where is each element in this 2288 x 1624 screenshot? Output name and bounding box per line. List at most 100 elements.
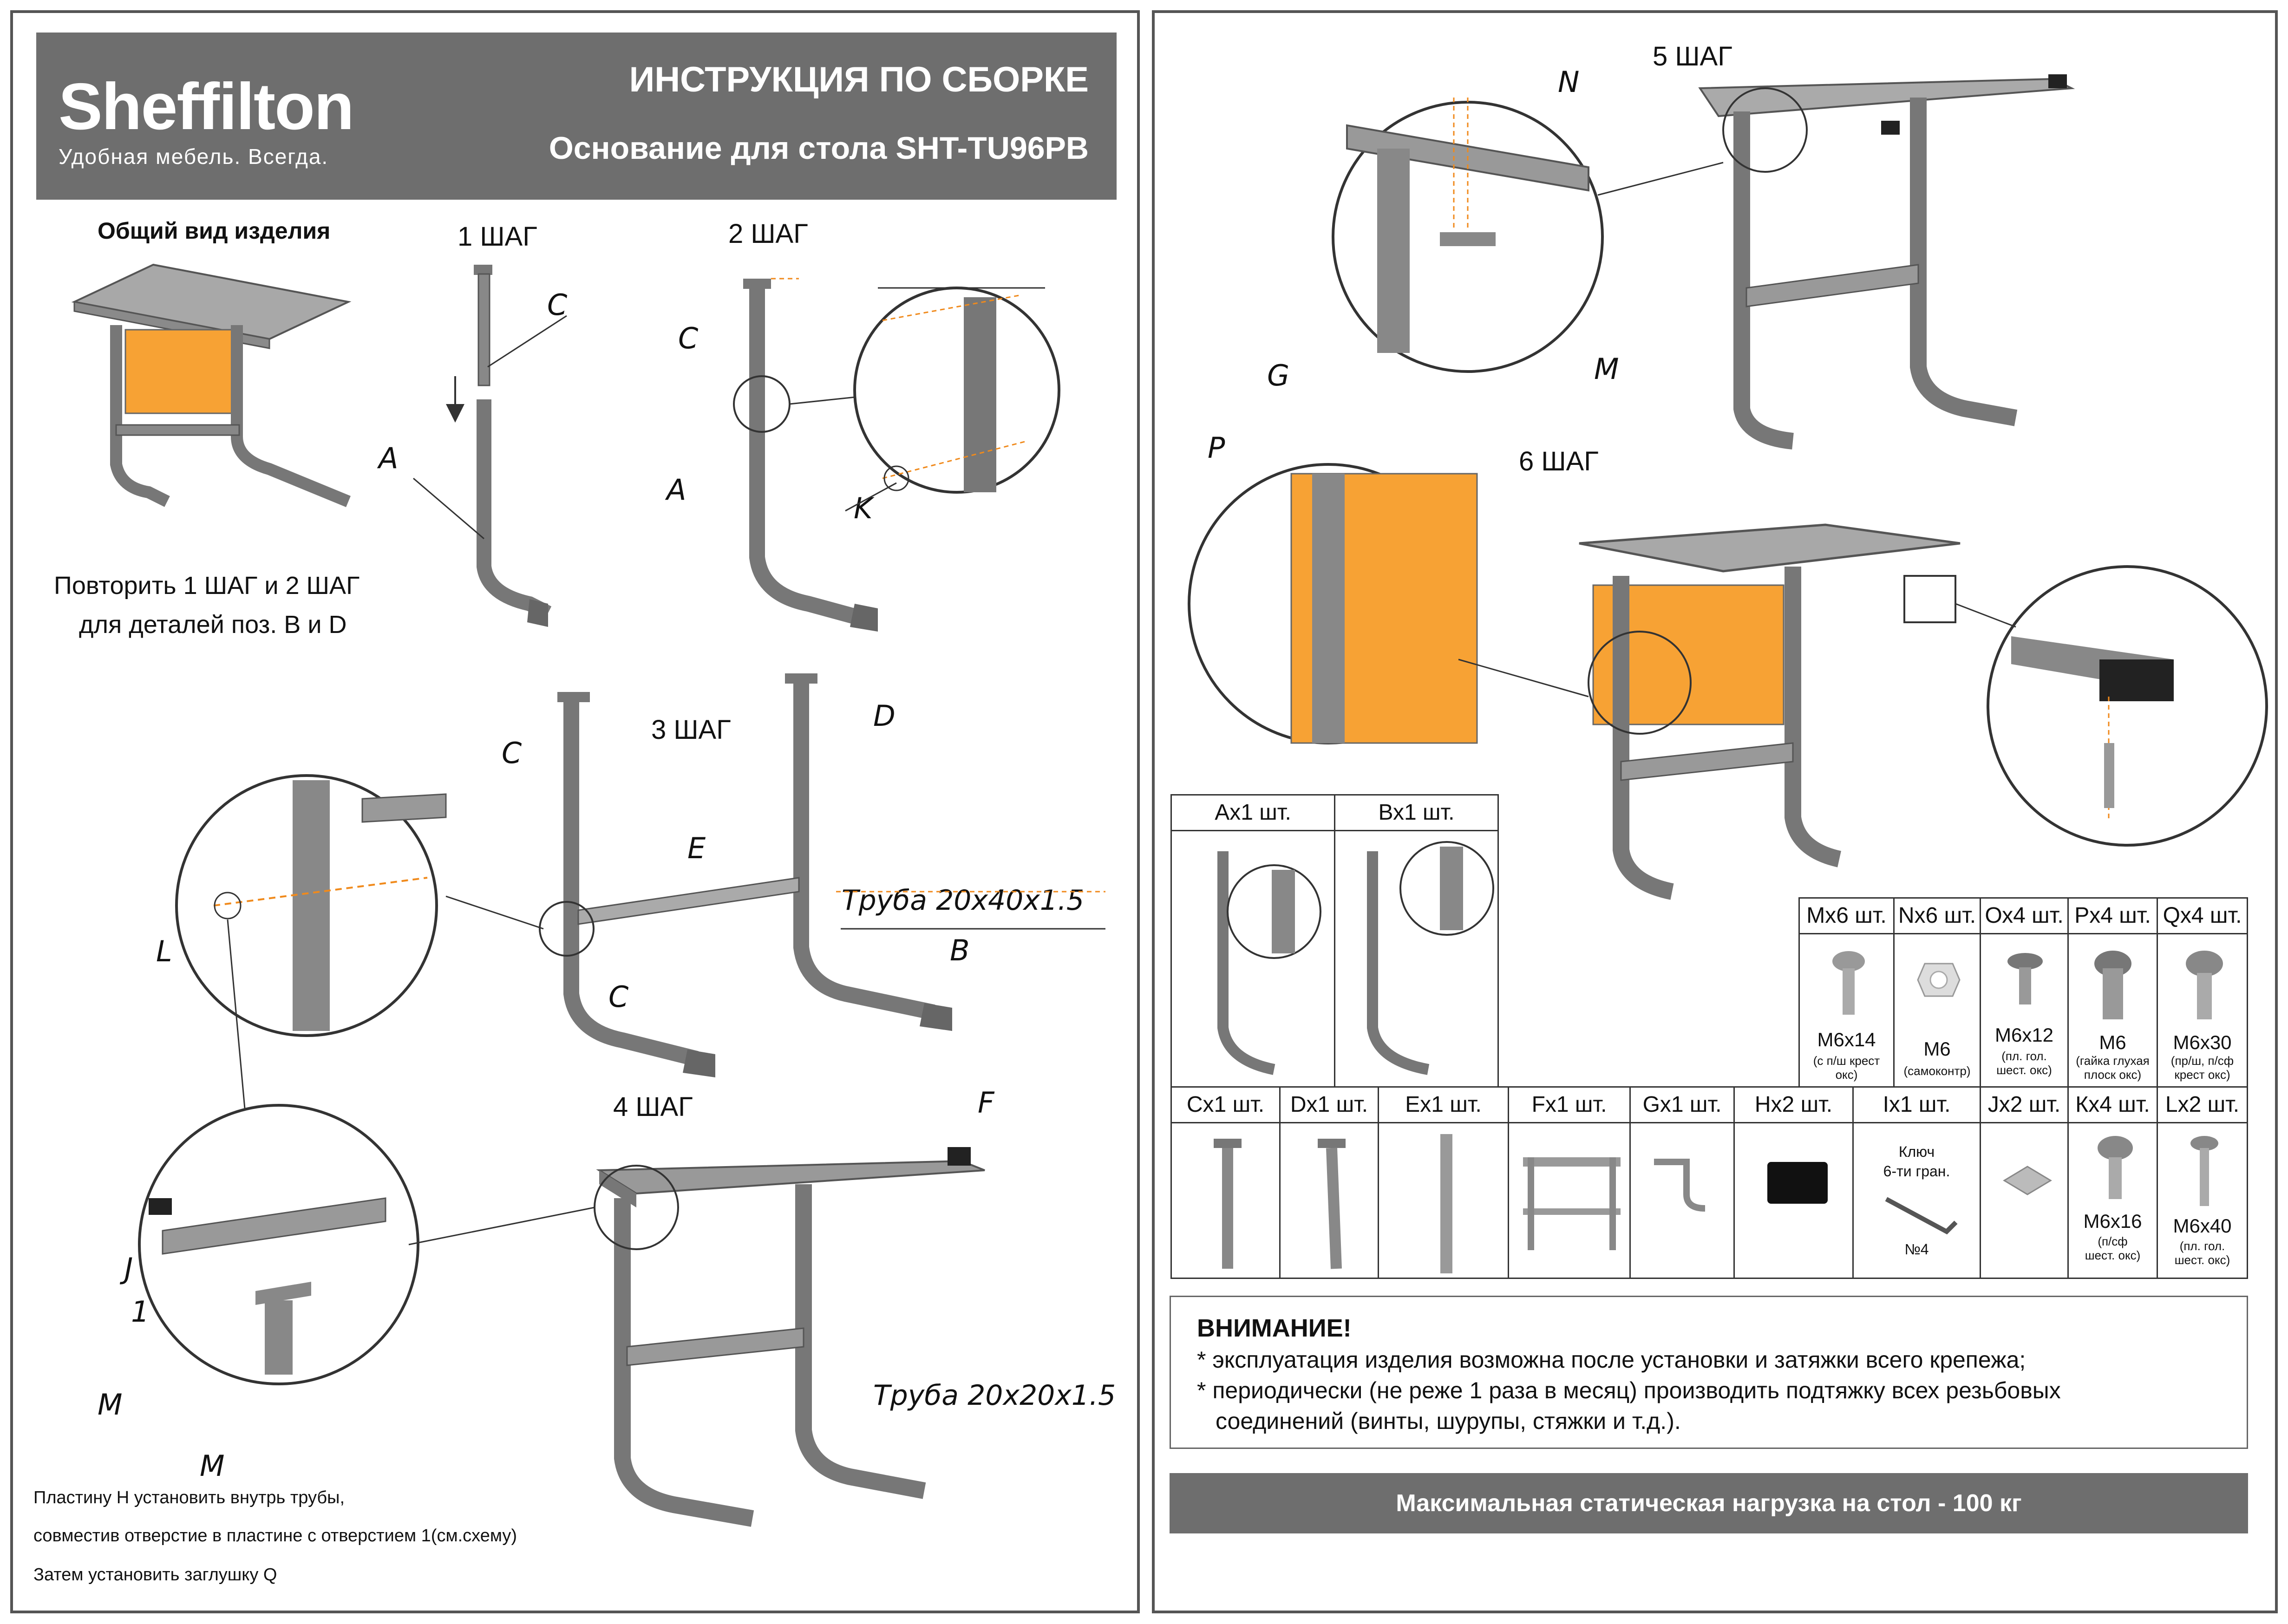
part-g-cell: Gх1 шт. bbox=[1629, 1086, 1735, 1279]
key-label-2: 6-ти гран. bbox=[1883, 1163, 1950, 1180]
label-e-step3: E bbox=[687, 831, 706, 865]
part-m-cell: Мх6 шт. М6х14 (с п/ш крест окс) bbox=[1798, 897, 1895, 1088]
part-b-cell: Вх1 шт. bbox=[1334, 794, 1499, 1088]
label-f-step4: F bbox=[978, 1086, 994, 1120]
overview-illustration bbox=[71, 263, 352, 508]
part-f-cell: Fх1 шт. bbox=[1508, 1086, 1631, 1279]
step-6-label: 6 ШАГ bbox=[1519, 446, 1599, 476]
part-p-cell: Рх4 шт. М6 (гайка глухая плоск окс) bbox=[2067, 897, 2158, 1088]
warning-box: ВНИМАНИЕ! * эксплуатация изделия возможн… bbox=[1170, 1296, 2248, 1449]
overview-title: Общий вид изделия bbox=[98, 218, 331, 244]
step-2-illustration bbox=[733, 278, 1060, 632]
label-b-step3: B bbox=[950, 933, 970, 967]
part-j-cell: Jх2 шт. bbox=[1980, 1086, 2069, 1279]
page-subtitle: Основание для стола SHT-TU96PB bbox=[549, 130, 1089, 166]
warning-line-2: * периодически (не реже 1 раза в месяц) … bbox=[1197, 1377, 2061, 1403]
label-c2-step3: C bbox=[608, 980, 629, 1014]
part-e-cell: Ех1 шт. bbox=[1378, 1086, 1509, 1279]
part-m-size: М6х14 bbox=[1817, 1029, 1876, 1050]
plate-icon bbox=[2003, 1166, 2052, 1195]
tube-20x40-label: Труба 20х40х1.5 bbox=[842, 884, 1085, 917]
label-c-step3: C bbox=[502, 736, 522, 770]
part-a-illustration bbox=[1217, 851, 1321, 1075]
step-5-illustration bbox=[1332, 74, 2075, 450]
part-o-size: М6х12 bbox=[1994, 1024, 2054, 1046]
step-2-label: 2 ШАГ bbox=[728, 219, 808, 249]
part-m-note: (с п/ш крест окс) bbox=[1813, 1054, 1880, 1082]
part-k-header: Кх4 шт. bbox=[2069, 1088, 2157, 1123]
part-n-header: Nх6 шт. bbox=[1895, 899, 1980, 934]
tube-20x20-label: Труба 20х20х1.5 bbox=[873, 1379, 1116, 1412]
step-1-label: 1 ШАГ bbox=[458, 222, 537, 252]
repeat-instruction-2: для деталей поз. В и D bbox=[79, 611, 347, 639]
part-j-header: Jх2 шт. bbox=[1981, 1088, 2067, 1123]
nut-icon bbox=[1917, 963, 1961, 997]
part-g-header: Gх1 шт. bbox=[1631, 1088, 1733, 1123]
part-n-size: М6 bbox=[1923, 1038, 1951, 1060]
label-1-step4: 1 bbox=[131, 1295, 150, 1329]
part-b-header: Вх1 шт. bbox=[1335, 796, 1497, 831]
max-load-banner: Максимальная статическая нагрузка на сто… bbox=[1170, 1473, 2248, 1533]
part-h-header: Нх2 шт. bbox=[1735, 1088, 1852, 1123]
part-a-header: Ах1 шт. bbox=[1172, 796, 1334, 831]
plug-icon bbox=[1767, 1162, 1828, 1204]
screw-icon bbox=[2007, 953, 2043, 1004]
part-e-header: Ех1 шт. bbox=[1379, 1088, 1508, 1123]
part-l-note: (пл. гол. шест. окс) bbox=[2174, 1239, 2230, 1267]
part-c-header: Сх1 шт. bbox=[1172, 1088, 1279, 1123]
note-line-1: Пластину Н установить внутрь трубы, bbox=[33, 1488, 345, 1507]
label-a-step1: A bbox=[379, 441, 399, 475]
part-q-cell: Qх4 шт. М6х30 (пр/ш, п/сф крест окс) bbox=[2157, 897, 2248, 1088]
page-title: ИНСТРУКЦИЯ ПО СБОРКЕ bbox=[629, 60, 1089, 99]
part-i-cell: Iх1 шт. Ключ 6-ти гран. №4 bbox=[1852, 1086, 1981, 1279]
frame-icon bbox=[1523, 1157, 1621, 1250]
key-label-3: №4 bbox=[1904, 1241, 1929, 1258]
part-q-header: Qх4 шт. bbox=[2158, 899, 2247, 934]
step-5-label: 5 ШАГ bbox=[1653, 41, 1732, 72]
label-p-step6: P bbox=[1208, 431, 1225, 465]
part-d-cell: Dх1 шт. bbox=[1279, 1086, 1379, 1279]
part-p-note: (гайка глухая плоск окс) bbox=[2076, 1054, 2150, 1082]
note-line-2: совместив отверстие в пластине с отверст… bbox=[33, 1526, 517, 1546]
part-f-header: Fх1 шт. bbox=[1509, 1088, 1629, 1123]
step-4-label: 4 ШАГ bbox=[613, 1092, 693, 1122]
part-d-header: Dх1 шт. bbox=[1281, 1088, 1378, 1123]
step-4-illustration bbox=[138, 1104, 985, 1527]
step-3-label: 3 ШАГ bbox=[651, 715, 731, 745]
part-l-size: М6х40 bbox=[2173, 1215, 2232, 1237]
label-c-step1: C bbox=[547, 288, 568, 322]
part-k-note: (п/сф шест. окс) bbox=[2085, 1234, 2141, 1262]
hex-key-icon bbox=[1885, 1197, 1958, 1235]
key-label-1: Ключ bbox=[1898, 1143, 1935, 1160]
part-d-illustration bbox=[1318, 1139, 1346, 1269]
tube-icon bbox=[1440, 1134, 1452, 1273]
part-o-note: (пл. гол. шест. окс) bbox=[1996, 1049, 2052, 1077]
part-n-note: (самоконтр) bbox=[1903, 1064, 1971, 1078]
part-q-note: (пр/ш, п/сф крест окс) bbox=[2170, 1054, 2234, 1082]
label-c-step2: C bbox=[678, 321, 699, 355]
note-line-3: Затем установить заглушку Q bbox=[33, 1565, 277, 1585]
part-l-cell-visible: Lх2 шт. М6х40(пл. гол. шест. окс) bbox=[2157, 1086, 2248, 1279]
label-m2-step4: M bbox=[200, 1449, 225, 1483]
label-d-step3: D bbox=[873, 699, 896, 733]
part-a-cell: Ах1 шт. bbox=[1170, 794, 1335, 1088]
part-k-cell: Кх4 шт. М6х16 (п/сф шест. окс) bbox=[2067, 1086, 2158, 1279]
label-m1-step4: M bbox=[98, 1388, 123, 1422]
part-p-header: Рх4 шт. bbox=[2069, 899, 2157, 934]
part-k-size: М6х16 bbox=[2083, 1210, 2142, 1232]
part-p-size: М6 bbox=[2099, 1031, 2126, 1053]
bolt-icon bbox=[1832, 951, 1865, 1015]
part-i-header: Iх1 шт. bbox=[1854, 1088, 1980, 1123]
warning-line-1: * эксплуатация изделия возможна после ус… bbox=[1197, 1347, 2026, 1373]
step-6-illustration bbox=[1188, 463, 2268, 900]
cap-nut-icon bbox=[2094, 951, 2131, 1019]
brand-slogan: Удобная мебель. Всегда. bbox=[59, 144, 329, 169]
repeat-instruction-1: Повторить 1 ШАГ и 2 ШАГ bbox=[54, 572, 360, 600]
part-l-header: Lх2 шт. bbox=[2158, 1088, 2247, 1123]
part-o-header: Ох4 шт. bbox=[1981, 899, 2067, 934]
hook-icon bbox=[1654, 1159, 1706, 1212]
step-1-illustration bbox=[413, 265, 567, 627]
long-bolt-icon bbox=[2190, 1136, 2218, 1206]
label-n-step5: N bbox=[1558, 65, 1580, 99]
part-b-illustration bbox=[1367, 841, 1494, 1075]
